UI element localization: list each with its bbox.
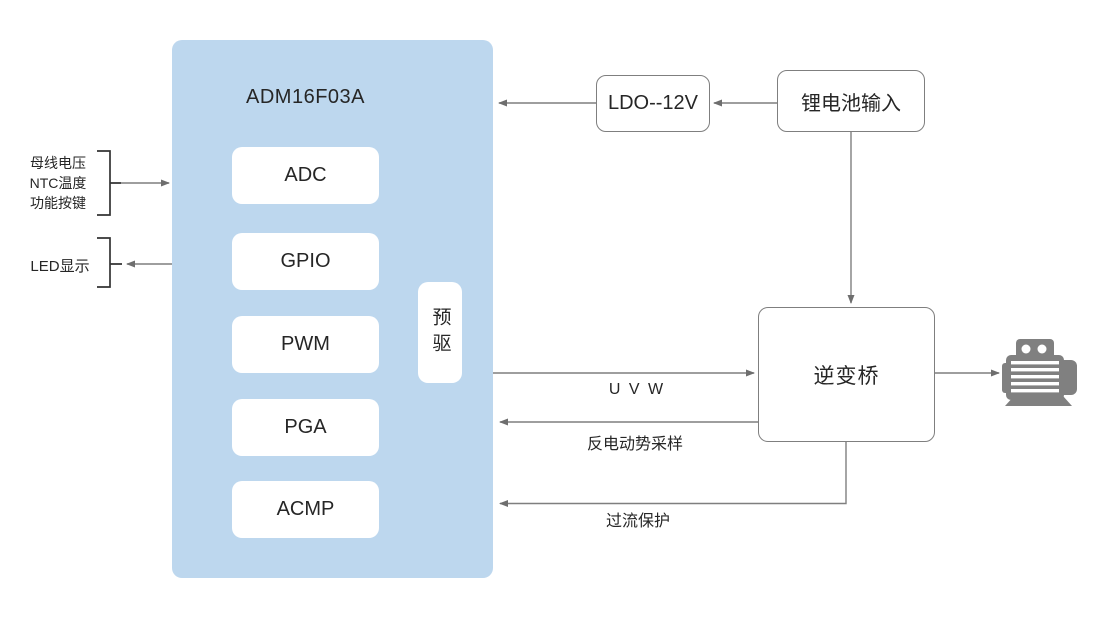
chip-module-gpio: GPIO: [232, 233, 379, 290]
motor-right-cap: [1058, 360, 1077, 395]
chip-module-predriver: 预驱: [418, 282, 462, 383]
overcurrent-signal-label: 过流保护: [605, 513, 670, 530]
motor-terminal-dot: [1037, 344, 1047, 354]
inputs-bracket: [97, 150, 121, 216]
motor-terminal-dot: [1021, 344, 1031, 354]
chip-module-label: PGA: [284, 416, 327, 438]
chip-module-adc: ADC: [232, 147, 379, 204]
chip-module-pga: PGA: [232, 399, 379, 456]
motor-fins: [1011, 361, 1059, 393]
analog-inputs-group: 母线电压 NTC温度 功能按键: [24, 153, 92, 213]
ntc-temp-label: NTC温度: [29, 175, 87, 191]
uvw-signal-label: U V W: [608, 381, 666, 398]
back-emf-signal-label: 反电动势采样: [586, 436, 683, 453]
motor-terminal-box: [1016, 339, 1054, 361]
ldo-label: LDO--12V: [607, 92, 699, 114]
function-key-label: 功能按键: [30, 195, 86, 211]
motor-icon: [1002, 339, 1077, 406]
motor-body: [1006, 355, 1064, 400]
chip-module-label: ACMP: [276, 498, 335, 520]
chip-module-label: PWM: [281, 333, 330, 355]
chip-module-pwm: PWM: [232, 316, 379, 373]
predriver-label: 预驱: [429, 306, 451, 359]
led-display-label: LED显示: [30, 258, 90, 275]
ldo-block: LDO--12V: [596, 75, 710, 132]
battery-label: 锂电池输入: [801, 92, 901, 115]
chip-module-label: ADC: [284, 164, 327, 186]
battery-input-block: 锂电池输入: [777, 70, 925, 132]
chip-title: ADM16F03A: [246, 86, 365, 108]
motor-base: [1005, 396, 1072, 406]
inverter-label: 逆变桥: [813, 364, 880, 388]
chip-module-acmp: ACMP: [232, 481, 379, 538]
bus-voltage-label: 母线电压: [30, 155, 86, 171]
chip-module-label: GPIO: [280, 250, 331, 272]
inverter-bridge-block: 逆变桥: [758, 307, 935, 442]
motor-left-cap: [1002, 363, 1012, 393]
led-bracket: [97, 237, 122, 288]
